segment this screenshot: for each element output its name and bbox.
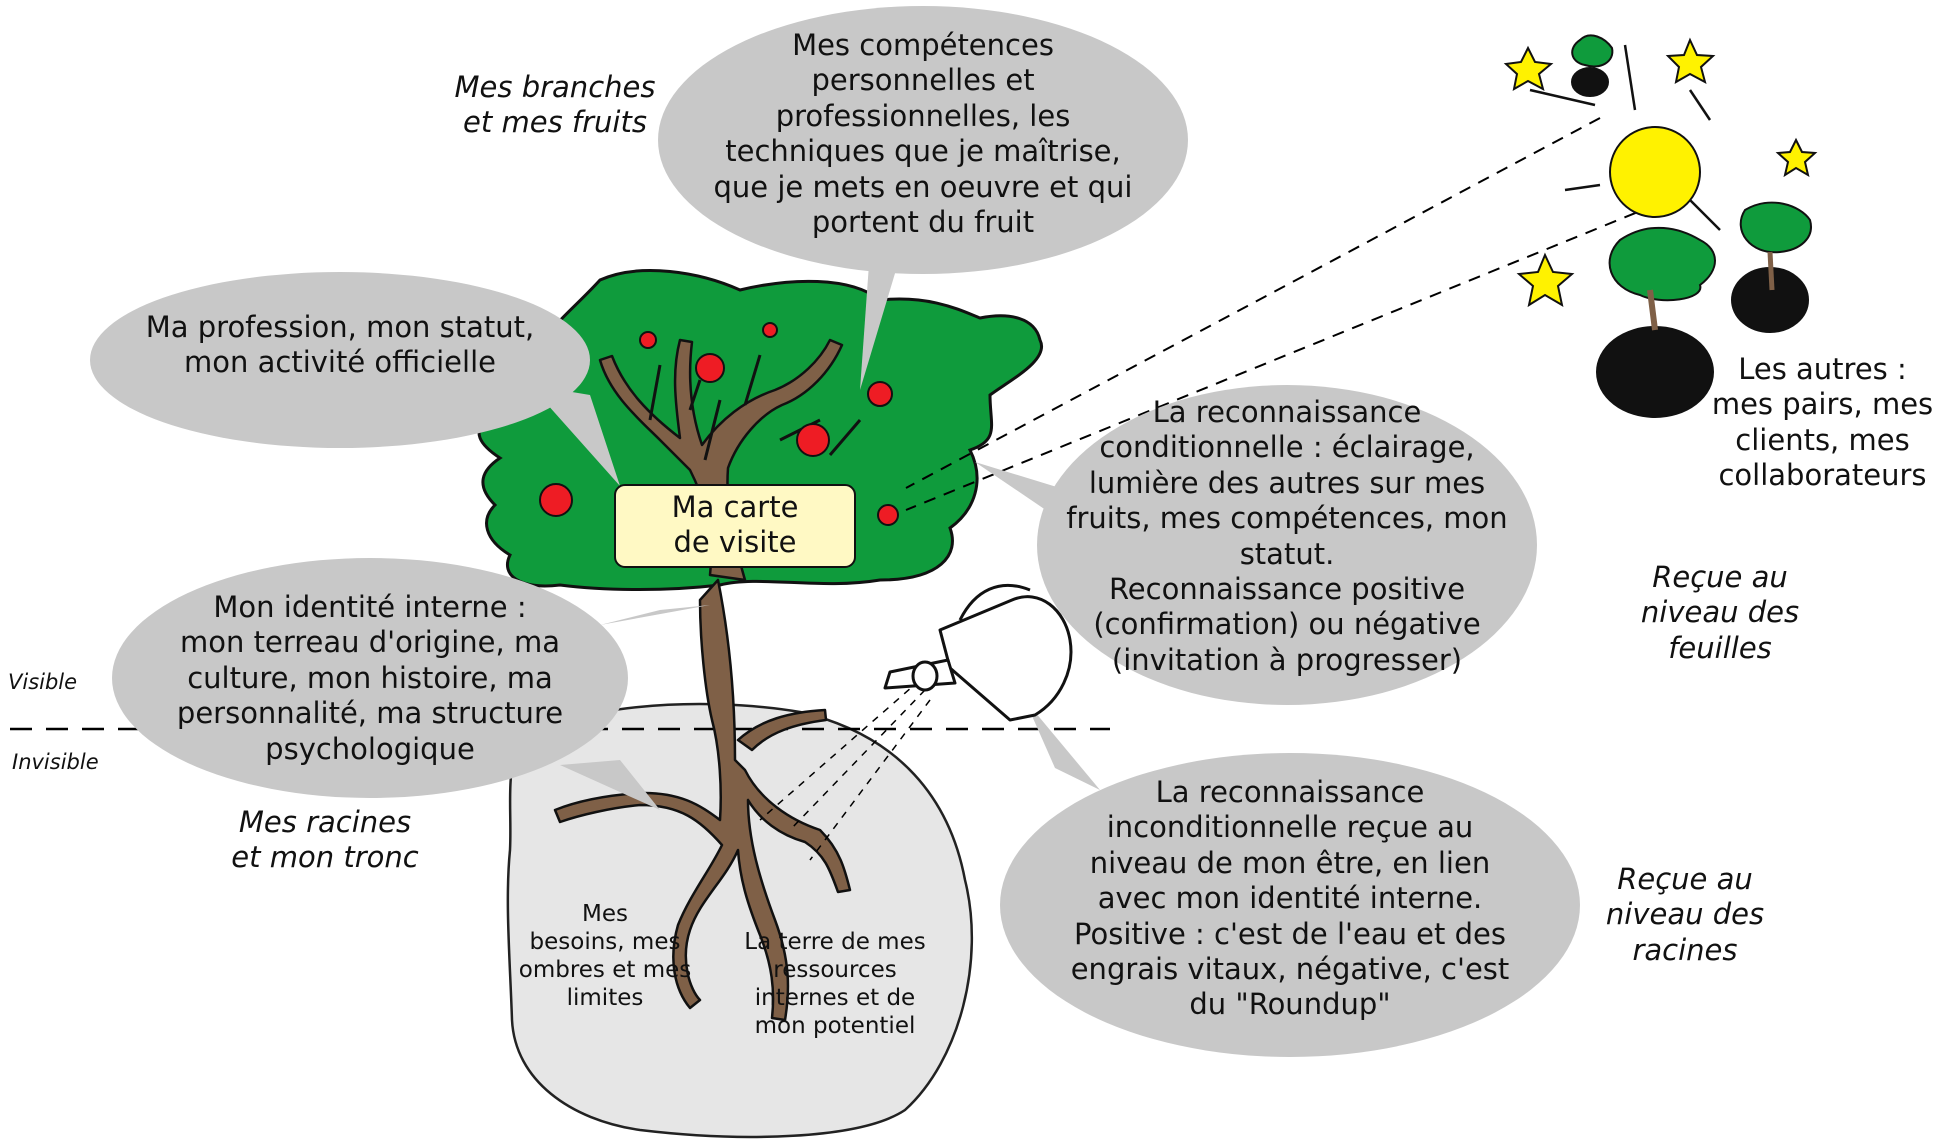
sun-icon — [1529, 44, 1721, 231]
soil-line: besoins, mes — [529, 929, 681, 956]
soil-line: La terre de mes — [744, 929, 926, 955]
bubble-line: La reconnaissance — [1152, 395, 1422, 429]
label-others-line: mes pairs, mes — [1711, 387, 1934, 422]
tree-fruits — [539, 322, 899, 526]
small-tree-icon — [1571, 34, 1812, 418]
bubble-line: niveau de mon être, en lien — [1089, 845, 1491, 880]
label-leaves-line: feuilles — [1668, 630, 1772, 665]
bubble-line: La reconnaissance — [1155, 775, 1425, 809]
label-others: Les autres : mes pairs, mes clients, mes… — [1690, 352, 1955, 494]
label-roots-line: Mes racines — [238, 805, 412, 839]
bubble-line: lumière des autres sur mes — [1088, 465, 1486, 500]
bubble-line: culture, mon histoire, ma — [187, 660, 553, 695]
label-leaves-line: Reçue au — [1652, 560, 1788, 594]
bubble-unconditional-text: La reconnaissance inconditionnelle reçue… — [1030, 775, 1550, 1023]
label-roots-received-line: racines — [1632, 932, 1738, 967]
bubble-line: Positive : c'est de l'eau et des — [1074, 916, 1506, 951]
bubble-conditional — [1037, 385, 1537, 705]
soil-line: limites — [566, 985, 644, 1012]
label-invisible: Invisible — [12, 750, 99, 776]
card-line: Ma carte — [671, 490, 799, 524]
label-leaves-received: Reçue au niveau des feuilles — [1600, 560, 1840, 666]
bubble-line: personnelles et — [811, 63, 1035, 98]
bubble-line: conditionnelle : éclairage, — [1099, 430, 1475, 465]
business-card — [614, 484, 856, 568]
soil-line: internes et de — [754, 985, 916, 1012]
card-text: Ma carte de visite — [620, 490, 850, 561]
bubble-line: avec mon identité interne. — [1097, 881, 1483, 916]
bubble-line: mon terreau d'origine, ma — [180, 625, 560, 660]
bubble-line: inconditionnelle reçue au — [1106, 810, 1474, 845]
bubble-line: Mon identité interne : — [213, 590, 527, 624]
bubble-line: du "Roundup" — [1189, 987, 1391, 1022]
bubble-profession-text: Ma profession, mon statut, mon activité … — [110, 310, 570, 381]
bubble-line: personnalité, ma structure — [176, 696, 564, 731]
card-line: de visite — [673, 525, 797, 560]
bubble-line: portent du fruit — [811, 204, 1035, 239]
bubble-line: Ma profession, mon statut, — [145, 310, 535, 344]
bubble-unconditional — [1000, 753, 1580, 1057]
bubble-line: que je mets en oeuvre et qui — [713, 169, 1133, 204]
bubble-line: psychologique — [265, 731, 475, 766]
bubble-identity — [112, 558, 628, 798]
label-leaves-line: niveau des — [1640, 595, 1800, 630]
bubble-line: Reconnaissance positive — [1108, 571, 1466, 606]
bubble-line: (invitation à progresser) — [1111, 642, 1463, 677]
speech-bubbles — [90, 6, 1580, 1057]
bubble-identity-text: Mon identité interne : mon terreau d'ori… — [145, 590, 595, 767]
label-others-line: Les autres : — [1738, 352, 1907, 386]
label-roots: Mes racines et mon tronc — [210, 805, 440, 876]
bubble-competences — [658, 6, 1188, 274]
water-spray — [759, 679, 931, 861]
label-visible-text: Visible — [8, 670, 78, 694]
label-roots-received: Reçue au niveau des racines — [1565, 862, 1805, 968]
soil-needs-text: Mes besoins, mes ombres et mes limites — [505, 900, 705, 1012]
soil-line: ombres et mes — [518, 957, 692, 984]
label-others-line: clients, mes — [1735, 422, 1910, 457]
bubble-line: statut. — [1239, 536, 1335, 571]
bubble-line: techniques que je maîtrise, — [725, 134, 1121, 169]
bubble-line: (confirmation) ou négative — [1093, 607, 1481, 642]
bubble-conditional-text: La reconnaissance conditionnelle : éclai… — [1062, 395, 1512, 678]
bubble-line: Mes compétences — [792, 28, 1054, 62]
bubble-profession — [90, 272, 590, 448]
bubble-line: engrais vitaux, négative, c'est — [1070, 951, 1510, 986]
star-icon — [1503, 37, 1818, 308]
bubble-line: professionnelles, les — [775, 98, 1071, 133]
soil-line: ressources — [773, 957, 897, 984]
soil-line: Mes — [582, 901, 628, 927]
label-others-line: collaborateurs — [1718, 458, 1927, 493]
light-rays — [905, 117, 1656, 511]
watering-can-icon — [883, 584, 1073, 722]
bubble-line: mon activité officielle — [184, 345, 496, 380]
bubble-line: fruits, mes compétences, mon — [1066, 501, 1508, 536]
label-roots-received-line: niveau des — [1605, 897, 1765, 932]
label-roots-line: et mon tronc — [231, 840, 419, 875]
label-roots-received-line: Reçue au — [1617, 862, 1753, 896]
soil-line: mon potentiel — [754, 1013, 916, 1040]
label-branches-line: Mes branches — [454, 70, 656, 104]
soil-resources-text: La terre de mes ressources internes et d… — [730, 928, 940, 1040]
label-visible: Visible — [8, 670, 77, 696]
label-invisible-text: Invisible — [12, 750, 99, 774]
bubble-competences-text: Mes compétences personnelles et professi… — [668, 28, 1178, 240]
label-branches: Mes branches et mes fruits — [440, 70, 670, 141]
label-branches-line: et mes fruits — [463, 105, 647, 140]
